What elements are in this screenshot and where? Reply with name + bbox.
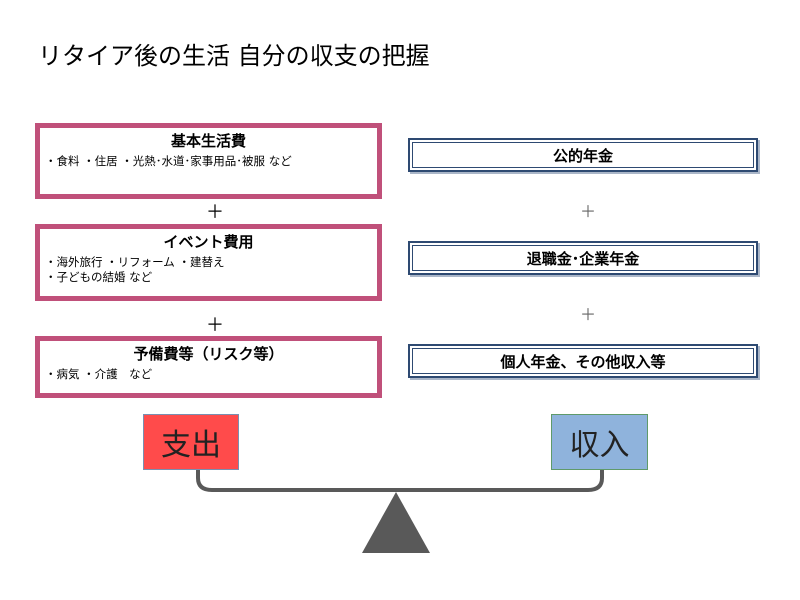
income-label: 収入 — [551, 414, 648, 470]
expense-detail: ・子どもの結婚 など — [45, 270, 153, 284]
page-title: リタイア後の生活 自分の収支の把握 — [38, 42, 430, 70]
expense-detail: ・海外旅行 ・リフォーム ・建替え — [45, 255, 225, 269]
expense-title: イベント費用 — [163, 233, 254, 251]
expense-detail: ・病気 ・介護 など — [45, 367, 153, 381]
expense-box-events: イベント費用 ・海外旅行 ・リフォーム ・建替え ・子どもの結婚 など — [35, 224, 382, 301]
expense-title: 基本生活費 — [170, 132, 246, 150]
plus-sign: ＋ — [206, 202, 224, 223]
expense-box-reserve: 予備費等（リスク等） ・病気 ・介護 など — [35, 336, 382, 398]
income-title: 公的年金 — [552, 146, 613, 165]
plus-sign: ＋ — [579, 202, 596, 221]
expense-title: 予備費等（リスク等） — [133, 345, 284, 363]
income-box-retirement-pension: 退職金･企業年金 — [408, 241, 758, 275]
income-box-personal-pension: 個人年金、その他収入等 — [408, 344, 758, 378]
income-box-public-pension: 公的年金 — [408, 138, 758, 172]
expense-label: 支出 — [143, 414, 239, 470]
expense-detail: ・食料 ・住居 ・光熱･水道･家事用品･被服 など — [45, 154, 292, 168]
expense-box-basic-living: 基本生活費 ・食料 ・住居 ・光熱･水道･家事用品･被服 など — [35, 123, 382, 199]
plus-sign: ＋ — [206, 315, 224, 336]
income-title: 個人年金、その他収入等 — [500, 352, 666, 371]
scale-fulcrum — [362, 492, 430, 553]
plus-sign: ＋ — [579, 305, 596, 324]
income-title: 退職金･企業年金 — [526, 249, 640, 268]
scale-beam — [196, 470, 604, 492]
